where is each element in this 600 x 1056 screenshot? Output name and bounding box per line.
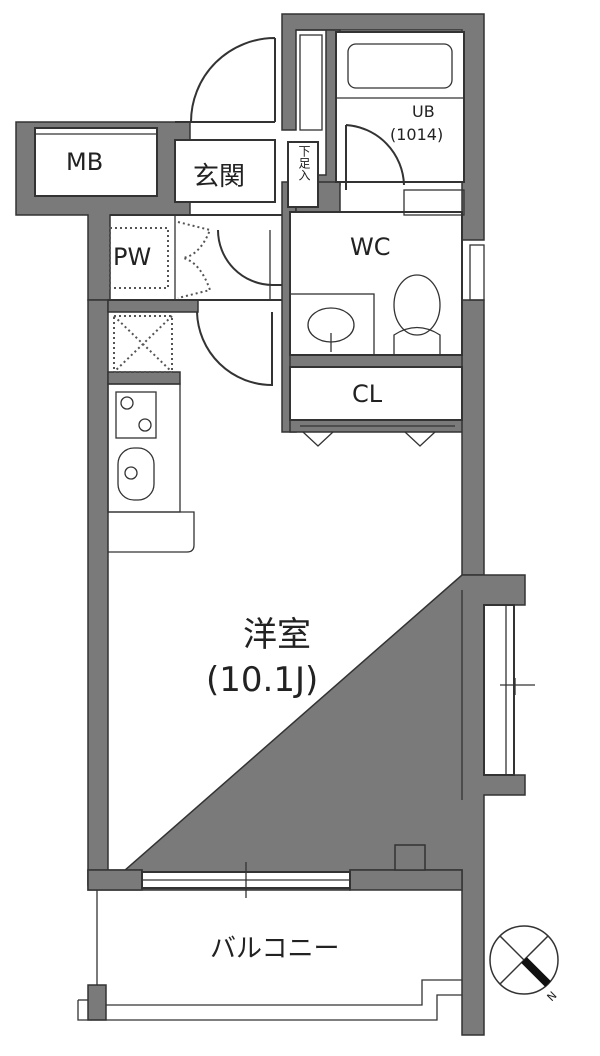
compass-icon	[489, 925, 559, 995]
label-pw: PW	[113, 243, 152, 271]
label-balcony: バルコニー	[210, 934, 340, 964]
label-ub: UB	[412, 102, 435, 121]
shoe-box	[287, 141, 319, 208]
label-western-room-size: (10.1J)	[206, 660, 319, 700]
label-ub-size: (1014)	[390, 125, 444, 144]
label-genkan: 玄関	[193, 162, 246, 192]
mb-closet	[34, 127, 158, 197]
label-mb: MB	[66, 148, 104, 176]
kitchen-counter	[107, 383, 181, 513]
label-shoe-box: 下足入	[297, 145, 311, 181]
balcony-outline	[77, 890, 462, 1021]
window-east	[483, 604, 515, 776]
label-wc: WC	[350, 233, 391, 261]
closet	[289, 366, 463, 421]
genkan	[174, 139, 276, 203]
unit-bath	[335, 31, 465, 183]
pw-space	[109, 227, 169, 289]
washer-space	[113, 315, 173, 373]
label-western-room: 洋室	[243, 615, 311, 655]
label-cl: CL	[352, 380, 383, 408]
